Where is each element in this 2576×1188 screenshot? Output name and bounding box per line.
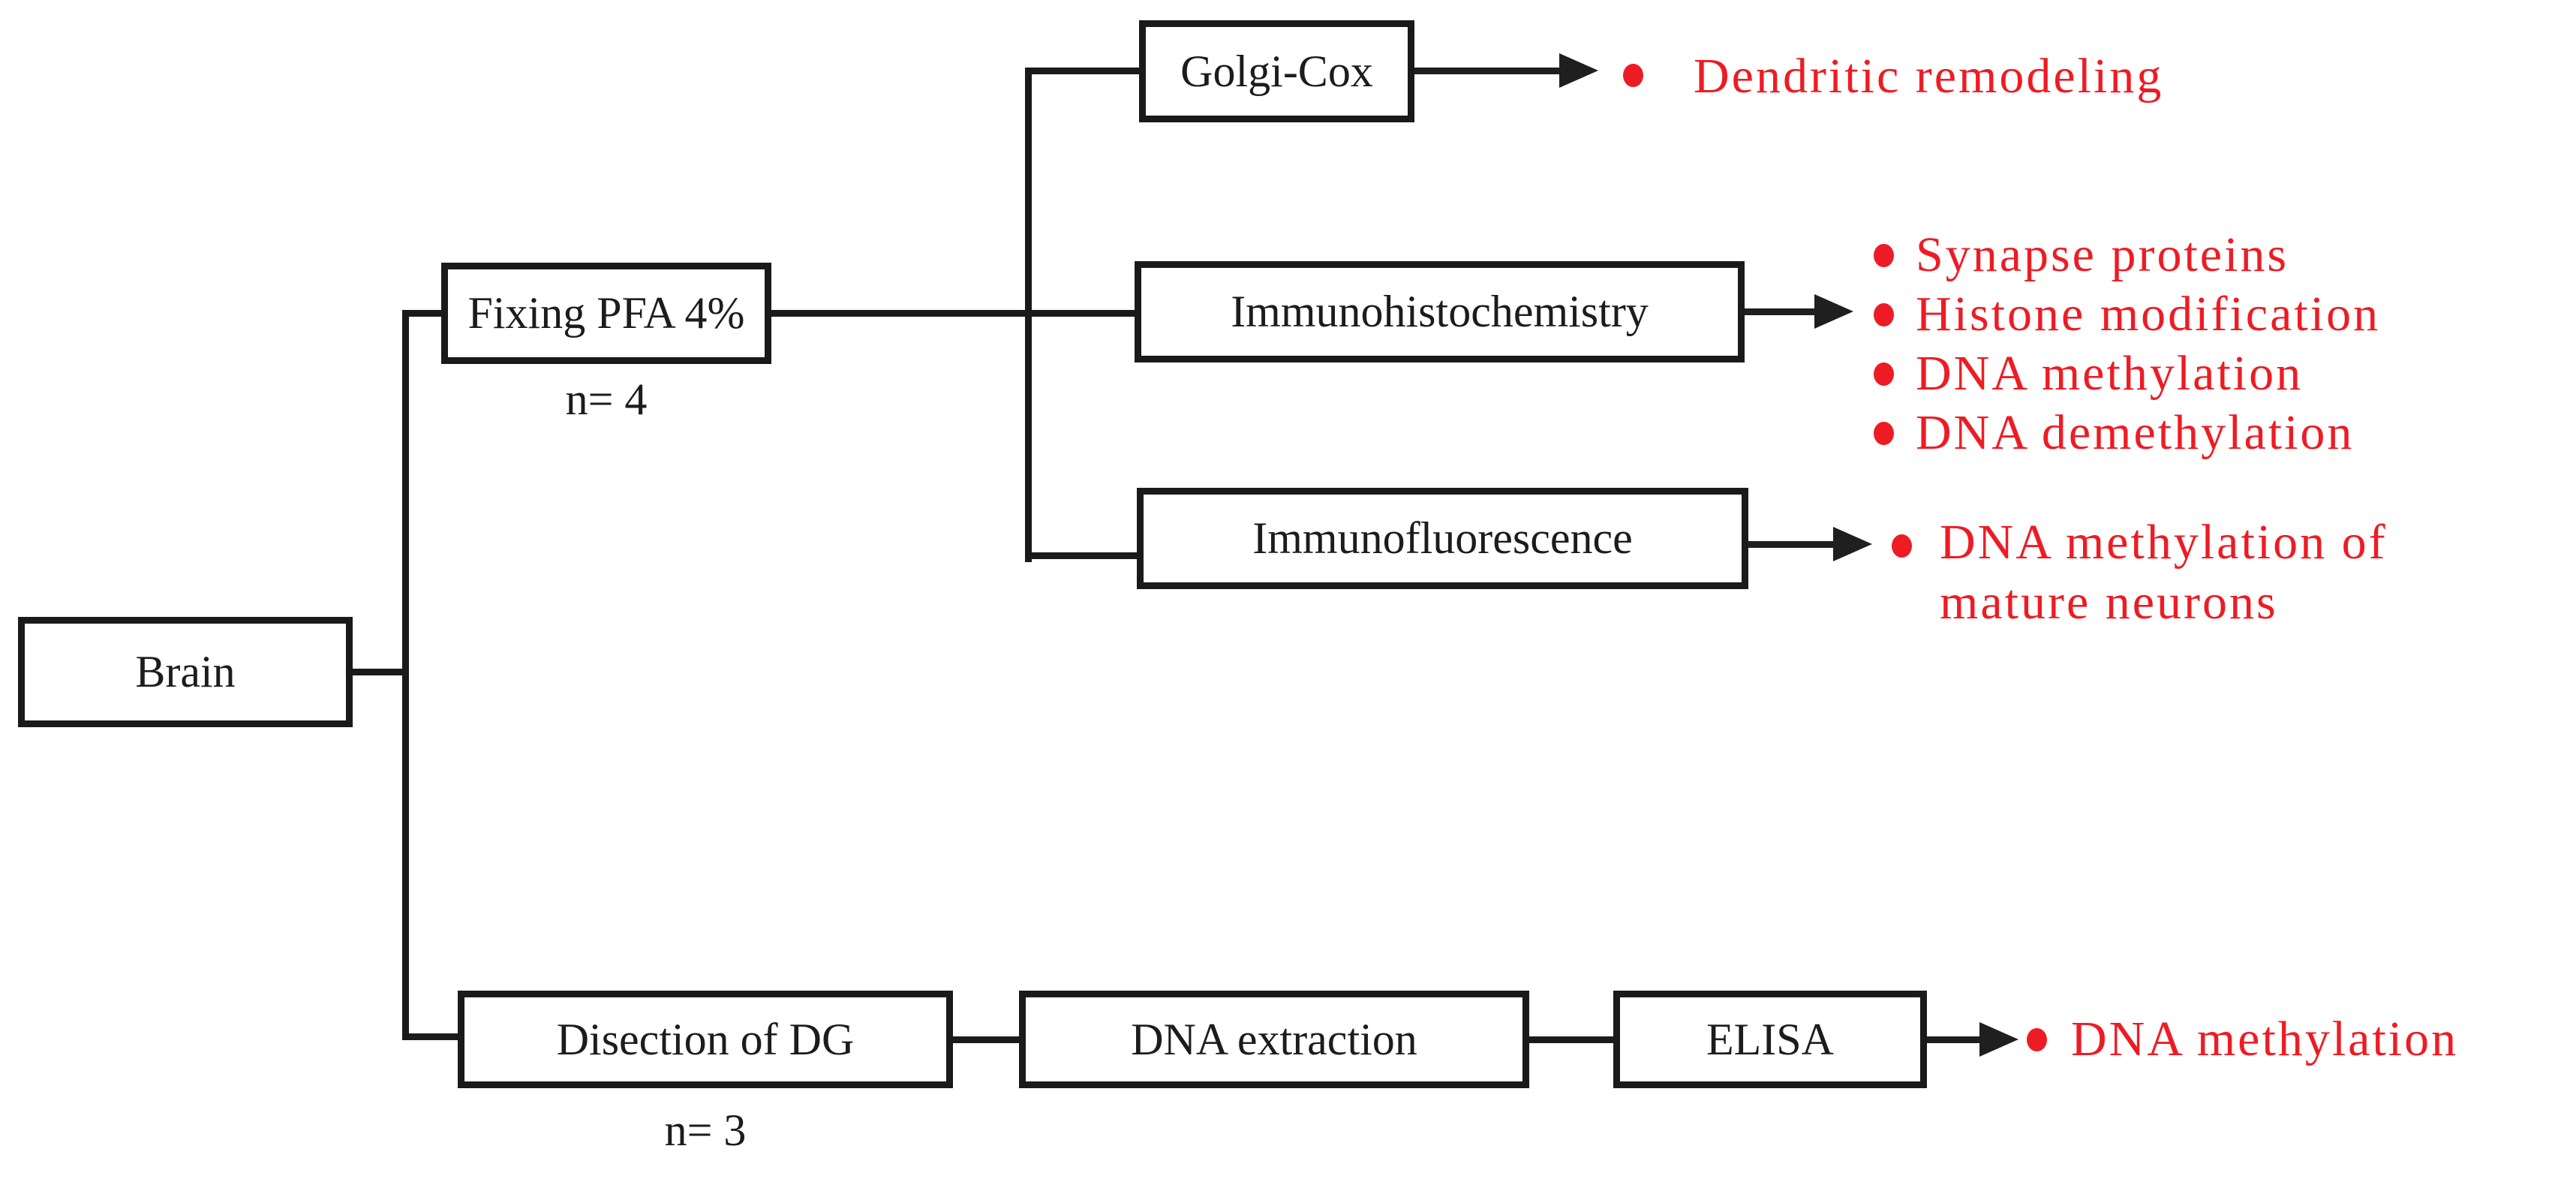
outcome-histone-modification: Histone modification: [1916, 287, 2381, 341]
node-fixing-pfa: Fixing PFA 4%: [441, 263, 771, 364]
node-fixing-pfa-label: Fixing PFA 4%: [467, 288, 745, 338]
node-elisa-label: ELISA: [1706, 1014, 1834, 1064]
connector-branch-vertical: [1025, 68, 1032, 562]
outcome-line-2: mature neurons: [1940, 575, 2278, 630]
node-dna-extraction-label: DNA extraction: [1131, 1014, 1417, 1064]
outcome-list-immunohistochemistry: Synapse proteins Histone modification DN…: [1916, 225, 2380, 462]
outcome-dendritic-remodeling: Dendritic remodeling: [1694, 49, 2164, 104]
connector-disection-dnaextraction: [953, 1036, 1019, 1043]
outcome-dna-methylation: DNA methylation: [1916, 346, 2304, 401]
connector-dnaextraction-elisa: [1529, 1036, 1613, 1043]
bullet-icon: [1874, 244, 1894, 267]
bullet-icon: [1874, 422, 1894, 445]
node-brain: Brain: [18, 617, 353, 727]
node-golgi-cox: Golgi-Cox: [1139, 20, 1414, 122]
arrow-immunofluorescence-shaft: [1748, 541, 1833, 548]
bullet-icon: [2027, 1028, 2047, 1051]
connector-brain-trunk: [353, 669, 409, 675]
node-immunohistochemistry: Immunohistochemistry: [1135, 261, 1745, 362]
bullet-icon: [1874, 362, 1894, 386]
connector-branch-immunofluorescence: [1028, 552, 1137, 559]
arrowhead-icon: [1814, 294, 1853, 329]
node-golgi-cox-label: Golgi-Cox: [1180, 46, 1373, 96]
connector-branch-golgi: [1028, 68, 1139, 74]
node-disection-of-dg: Disection of DG: [458, 991, 953, 1088]
node-brain-label: Brain: [135, 647, 236, 696]
node-elisa: ELISA: [1613, 991, 1927, 1088]
arrow-golgi-shaft: [1414, 68, 1559, 74]
connector-trunk-fixing: [405, 310, 441, 317]
connector-trunk-vertical: [402, 310, 409, 1040]
bullet-icon: [1874, 303, 1894, 326]
arrow-immunohistochemistry-shaft: [1745, 308, 1814, 315]
arrowhead-icon: [1979, 1022, 2018, 1057]
outcome-dna-methylation-elisa: DNA methylation: [2071, 1012, 2459, 1066]
arrowhead-icon: [1559, 53, 1598, 88]
node-immunohistochemistry-label: Immunohistochemistry: [1231, 287, 1649, 336]
connector-trunk-disection: [402, 1033, 458, 1040]
arrowhead-icon: [1833, 527, 1872, 561]
node-disection-of-dg-label: Disection of DG: [556, 1014, 855, 1064]
node-dna-extraction: DNA extraction: [1019, 991, 1529, 1088]
node-immunofluorescence-label: Immunofluorescence: [1252, 513, 1633, 563]
sample-size-n4: n= 4: [565, 374, 648, 424]
node-immunofluorescence: Immunofluorescence: [1137, 488, 1748, 589]
arrow-elisa-shaft: [1927, 1036, 1979, 1043]
outcome-line-1: DNA methylation of: [1940, 515, 2388, 570]
outcome-dna-methylation-mature-neurons: DNA methylation of mature neurons: [1940, 513, 2388, 633]
sample-size-n3: n= 3: [664, 1105, 747, 1155]
bullet-icon: [1623, 64, 1643, 87]
outcome-synapse-proteins: Synapse proteins: [1916, 227, 2289, 282]
connector-fixing-immunohistochemistry: [771, 310, 1135, 317]
bullet-icon: [1892, 534, 1912, 558]
outcome-dna-demethylation: DNA demethylation: [1916, 405, 2355, 460]
